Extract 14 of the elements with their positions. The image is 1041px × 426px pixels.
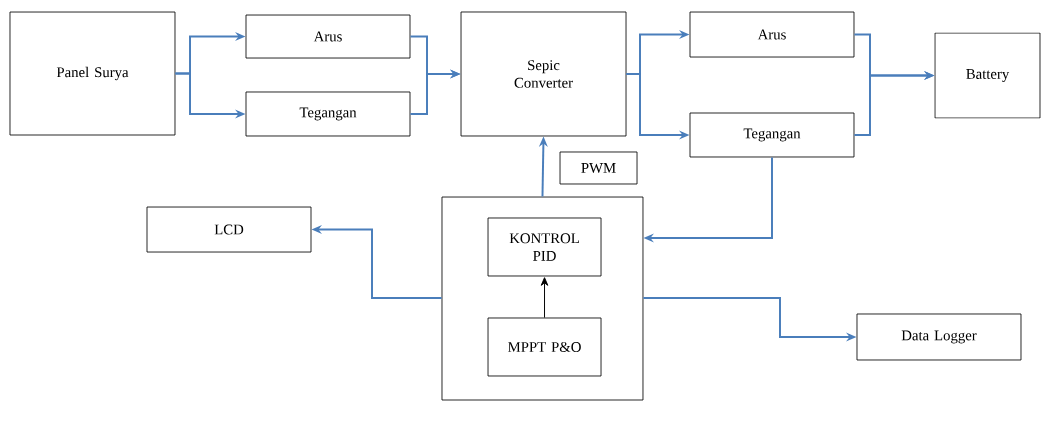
process-box: MPPT P&O (487, 317, 602, 377)
process-box: Arus (689, 11, 855, 58)
arrow (540, 277, 549, 319)
process-box: Arus (245, 14, 411, 59)
process-box: KONTROL PID (487, 217, 602, 277)
converter-box: Sepic Converter (460, 11, 627, 137)
process-box: Battery (934, 32, 1041, 119)
process-box: LCD (146, 206, 312, 253)
process-box: Tegangan (245, 91, 411, 137)
process-box: Data Logger (856, 313, 1022, 361)
process-box: Panel Surya (9, 11, 176, 136)
label-box: PWM (559, 151, 638, 185)
process-box: Tegangan (689, 112, 855, 158)
controller-box (441, 196, 644, 401)
